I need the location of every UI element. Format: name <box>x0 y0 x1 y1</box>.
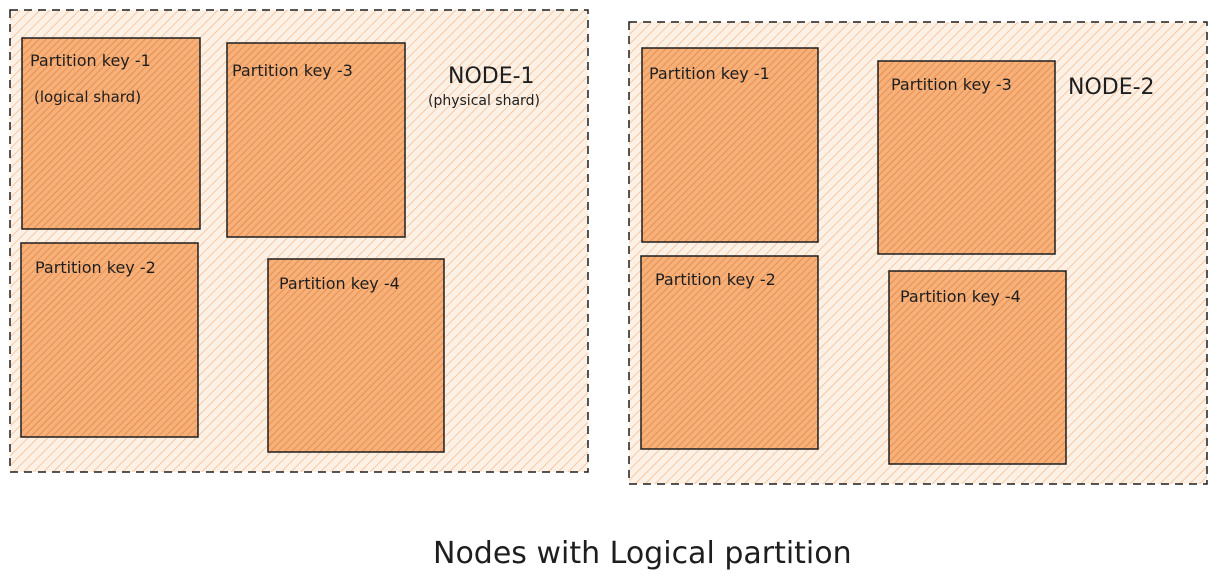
node-2-partition-4: Partition key -4 <box>888 270 1067 465</box>
partition-label: Partition key -1 <box>30 51 151 70</box>
partition-box <box>20 242 199 438</box>
node-2-title: NODE-2 <box>1068 75 1155 100</box>
node-1-partition-1: Partition key -1 (logical shard) <box>21 37 201 230</box>
partition-label: Partition key -4 <box>279 274 400 293</box>
node-2-partition-2: Partition key -2 <box>640 255 819 450</box>
node-1: Partition key -1 (logical shard) Partiti… <box>9 9 589 473</box>
partition-label: Partition key -3 <box>891 75 1012 94</box>
partition-box <box>21 37 201 230</box>
node-2-partition-3: Partition key -3 <box>877 60 1056 255</box>
node-2: Partition key -1 Partition key -3 Partit… <box>628 21 1208 485</box>
partition-box <box>267 258 445 453</box>
partition-box <box>888 270 1067 465</box>
partition-label: Partition key -3 <box>232 61 353 80</box>
diagram-caption: Nodes with Logical partition <box>433 536 852 571</box>
node-1-partition-4: Partition key -4 <box>267 258 445 453</box>
partition-label: Partition key -1 <box>649 64 770 83</box>
node-1-title: NODE-1 <box>448 64 535 89</box>
node-1-partition-3: Partition key -3 <box>226 42 406 238</box>
node-1-subtitle: (physical shard) <box>428 93 540 109</box>
partition-label: Partition key -2 <box>655 270 776 289</box>
partition-box <box>226 42 406 238</box>
partition-box <box>640 255 819 450</box>
node-1-partition-2: Partition key -2 <box>20 242 199 438</box>
partition-label: Partition key -2 <box>35 258 156 277</box>
partition-label: Partition key -4 <box>900 287 1021 306</box>
node-2-partition-1: Partition key -1 <box>641 47 819 243</box>
partition-box <box>641 47 819 243</box>
partition-sublabel: (logical shard) <box>34 88 141 106</box>
partition-box <box>877 60 1056 255</box>
